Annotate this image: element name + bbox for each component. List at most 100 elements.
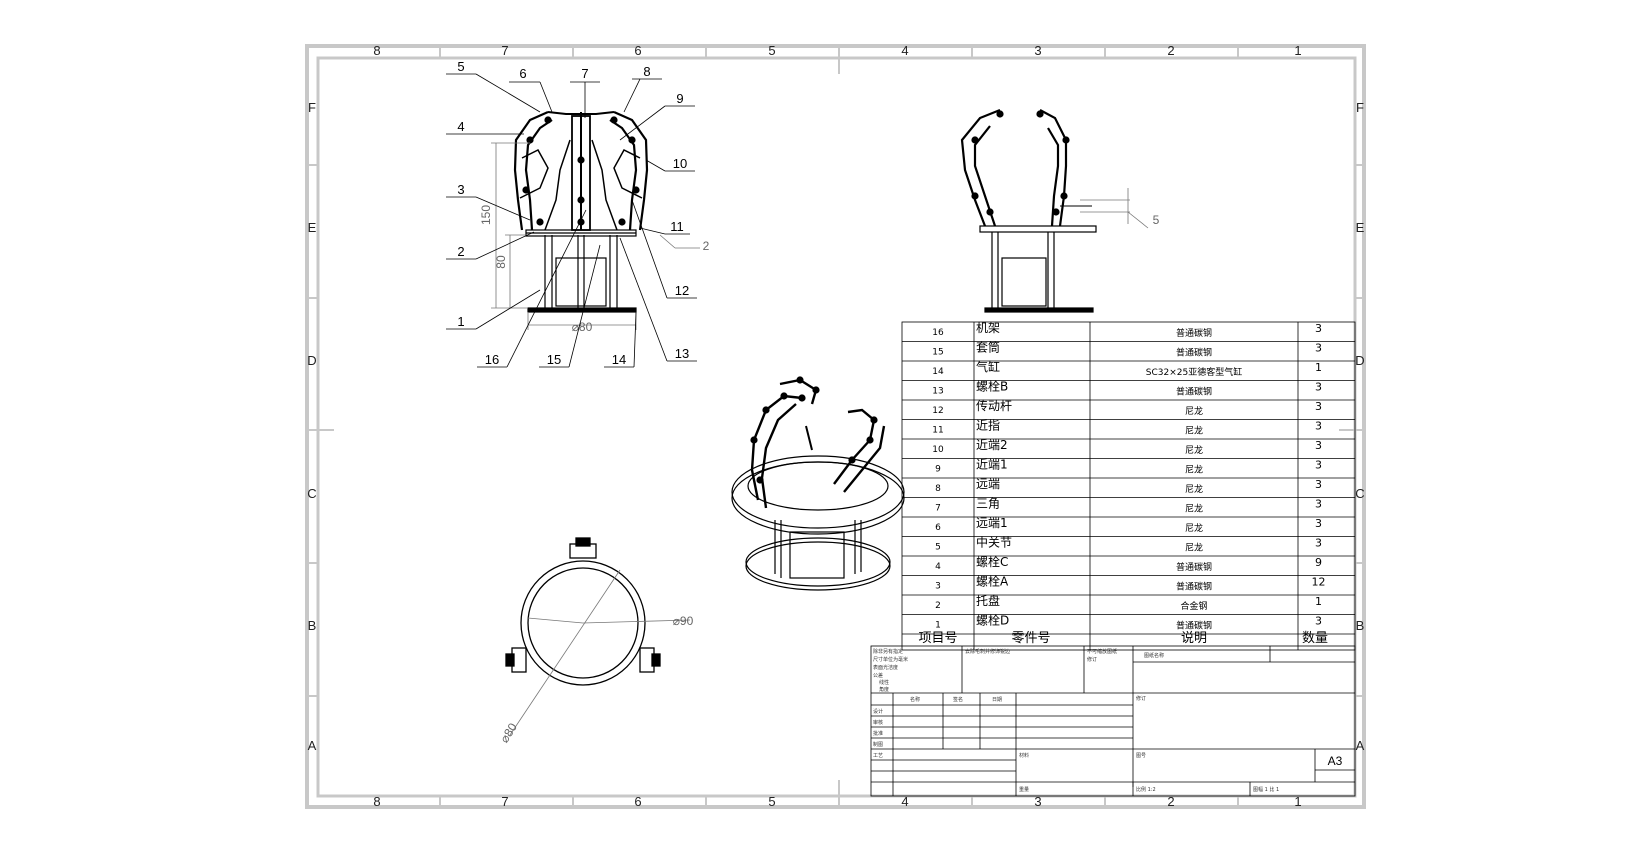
bom-cell-item: 13 — [932, 387, 943, 397]
bom-header-item: 项目号 — [918, 631, 957, 646]
bom-cell-desc: 普通碳钢 — [1176, 620, 1212, 632]
zone-labels-right: F E D C B A — [1355, 100, 1364, 753]
tb-note-6: 角度 — [879, 686, 889, 693]
zone-row-label: F — [308, 100, 316, 115]
zone-row-label: E — [308, 220, 317, 235]
bom-cell-item: 11 — [932, 426, 943, 436]
bom-cell-item: 3 — [935, 582, 941, 592]
bom-cell-qty: 3 — [1315, 322, 1322, 335]
tb-row-design: 设计 — [873, 708, 883, 715]
bom-cell-desc: 普通碳钢 — [1176, 581, 1212, 593]
bom-cell-desc: 尼龙 — [1185, 425, 1203, 437]
callout-13: 13 — [675, 346, 689, 361]
tb-sheet-size: A3 — [1328, 754, 1343, 768]
zone-col-label: 8 — [373, 794, 380, 809]
bom-cell-part: 远端 — [976, 477, 1000, 491]
bom-cell-part: 套筒 — [976, 340, 1000, 355]
zone-row-label: A — [1356, 738, 1365, 753]
zone-col-label: 6 — [634, 43, 641, 58]
tb-note-2: 尺寸单位为毫米 — [873, 656, 908, 663]
bom-cell-part: 螺栓C — [976, 554, 1008, 569]
bom-cell-item: 4 — [935, 562, 941, 572]
bom-cell-item: 7 — [935, 504, 941, 514]
bom-cell-desc: 尼龙 — [1185, 503, 1203, 515]
bom-cell-qty: 3 — [1315, 420, 1322, 433]
dim-height-total: 150 — [479, 205, 493, 225]
callout-9: 9 — [676, 91, 683, 106]
zone-row-label: D — [1355, 353, 1364, 368]
bom-header-qty: 数量 — [1302, 631, 1328, 646]
dim-base-diameter: ⌀80 — [572, 320, 593, 334]
bom-grid — [901, 321, 1356, 651]
bom-cell-desc: 尼龙 — [1185, 542, 1203, 554]
tb-no-scale: 不可缩放图纸 — [1087, 648, 1117, 655]
tb-col-date: 日期 — [992, 697, 1002, 703]
zone-col-label: 2 — [1167, 794, 1174, 809]
dim-height-lower: 80 — [494, 255, 508, 269]
zone-labels-left: F E D C B A — [307, 100, 316, 753]
callout-7: 7 — [581, 66, 588, 81]
bom-cell-qty: 3 — [1315, 381, 1322, 394]
callout-4: 4 — [457, 119, 464, 134]
callout-5: 5 — [457, 59, 464, 74]
bom-cell-desc: 普通碳钢 — [1176, 386, 1212, 398]
bom-cell-qty: 1 — [1315, 361, 1322, 374]
tb-drawing-name: 图纸名称 — [1144, 652, 1164, 659]
bom-cell-desc: 尼龙 — [1185, 464, 1203, 476]
bom-cell-qty: 3 — [1315, 615, 1322, 628]
dim-side-offset: 5 — [1153, 213, 1160, 227]
tb-edge-finish: 去除毛刺并修饰锐边 — [965, 648, 1010, 655]
bom-cell-desc: 普通碳钢 — [1176, 347, 1212, 359]
zone-labels-top: 8 7 6 5 4 3 2 1 — [373, 43, 1301, 58]
bom-cell-part: 三角 — [976, 497, 1000, 511]
title-block: 除非另有指定 尺寸单位为毫米 表面光洁度 公差 线性 角度 去除毛刺并修饰锐边 … — [870, 645, 1356, 797]
zone-col-label: 6 — [634, 794, 641, 809]
front-view — [513, 110, 649, 313]
bom-cell-qty: 3 — [1315, 498, 1322, 511]
bom-cell-item: 6 — [935, 523, 941, 533]
tb-col-sign: 签名 — [953, 696, 963, 703]
callout-leaders — [446, 73, 697, 368]
bom-cell-qty: 3 — [1315, 342, 1322, 355]
bom-cell-qty: 3 — [1315, 439, 1322, 452]
bom-cell-qty: 3 — [1315, 400, 1322, 413]
callout-15: 15 — [547, 352, 561, 367]
bom-cell-item: 5 — [935, 543, 941, 553]
title-block-grid — [870, 645, 1356, 797]
tb-note-3: 表面光洁度 — [873, 664, 898, 671]
top-view — [505, 537, 661, 686]
tb-note-4: 公差 — [873, 672, 883, 679]
callout-2: 2 — [457, 244, 464, 259]
dim-top-diameter-90: ⌀90 — [673, 614, 694, 628]
side-view-dimensions — [1080, 188, 1149, 229]
bom-cell-part: 近端2 — [976, 438, 1008, 452]
tb-rev-name: 修订 — [1136, 695, 1146, 702]
bom-cell-part: 传动杆 — [976, 398, 1012, 413]
bom-header: 项目号 零件号 说明 数量 — [918, 631, 1328, 646]
zone-ticks — [307, 46, 1364, 807]
bom-cell-desc: 尼龙 — [1185, 522, 1203, 534]
zone-col-label: 5 — [768, 794, 775, 809]
zone-row-label: A — [308, 738, 317, 753]
callout-16: 16 — [485, 352, 499, 367]
bom-cell-part: 远端1 — [976, 516, 1008, 530]
zone-col-label: 3 — [1034, 794, 1041, 809]
callout-8: 8 — [643, 64, 650, 79]
tb-row-process: 工艺 — [873, 753, 883, 759]
callout-11: 11 — [670, 219, 684, 234]
bom-cell-desc: SC32×25亚德客型气缸 — [1146, 366, 1242, 378]
bom-header-part: 零件号 — [1011, 631, 1050, 646]
bom-cell-qty: 3 — [1315, 459, 1322, 472]
callout-14: 14 — [612, 352, 626, 367]
tb-sheet-no: 图幅 1 比 1 — [1253, 786, 1279, 793]
zone-col-label: 3 — [1034, 43, 1041, 58]
zone-col-label: 2 — [1167, 43, 1174, 58]
